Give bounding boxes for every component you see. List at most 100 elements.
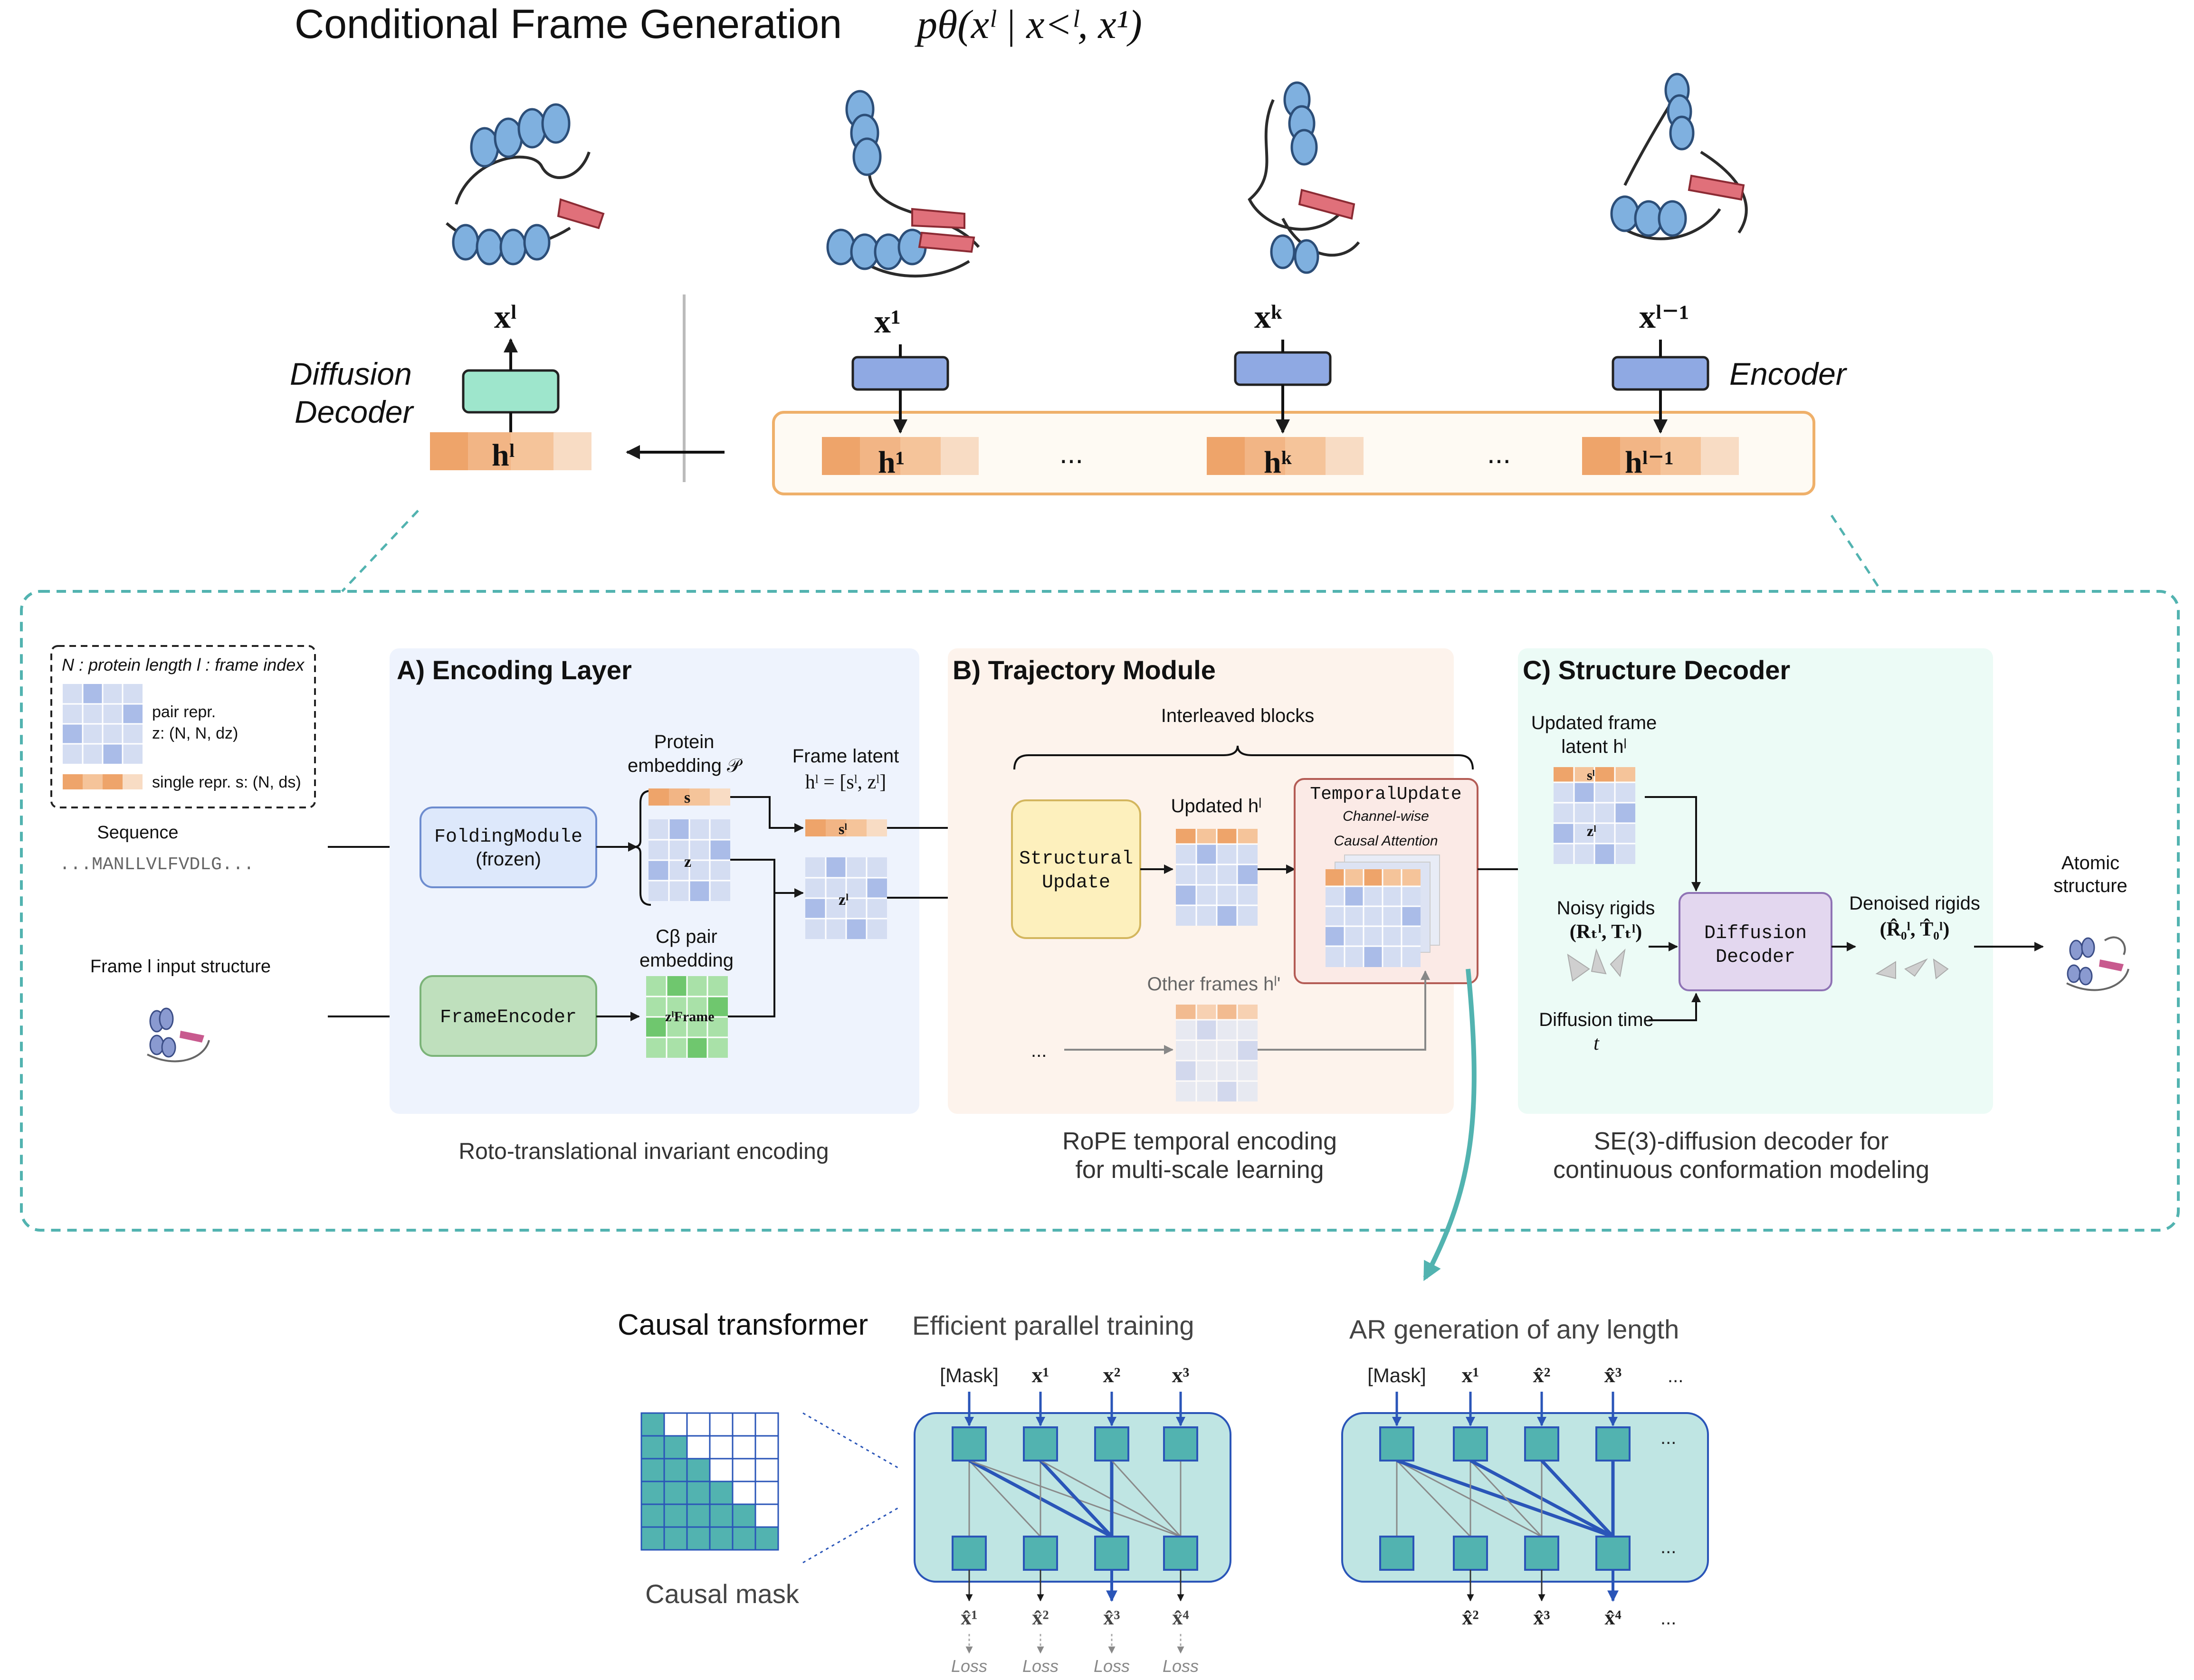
- mask-cell: [732, 1412, 756, 1437]
- diffusion-decoder-c-block: [1679, 892, 1832, 991]
- protein-embedding-s: [649, 788, 730, 806]
- frame-latent-s: [805, 819, 887, 836]
- protein-embedding-z-label: z: [684, 853, 691, 871]
- protein-illustration-frame-k: [1248, 81, 1360, 274]
- sequence-value: ...MANLLVLFVDLG...: [59, 854, 254, 875]
- mask-cell: [663, 1412, 688, 1437]
- mask-cell: [732, 1458, 756, 1482]
- mask-cell: [686, 1412, 711, 1437]
- mask-cell: [709, 1503, 734, 1528]
- mask-cell: [732, 1503, 756, 1528]
- panel-a-title: A) Encoding Layer: [397, 655, 632, 685]
- top-token-node: [952, 1426, 987, 1462]
- latent-hk-label: hᵏ: [1264, 445, 1292, 480]
- frame-latent-line2: hˡ = [sˡ, zˡ]: [805, 771, 887, 793]
- diffusion-decoder-label-2: Decoder: [295, 394, 414, 429]
- panel-b-caption-1: RoPE temporal encoding: [1062, 1128, 1337, 1155]
- encoder-input-x1: x¹: [874, 304, 901, 340]
- frame-latent-s-label: sˡ: [839, 820, 847, 837]
- training-loss-1: Loss: [1022, 1656, 1059, 1676]
- bottom-token-node: [1524, 1536, 1559, 1571]
- cbeta-to-latent-arrow: [728, 893, 775, 1017]
- encoder-input-xl-1: xˡ⁻¹: [1639, 299, 1689, 335]
- zoom-connector-right: [1830, 514, 1883, 592]
- generation-input-1: x¹: [1462, 1363, 1479, 1387]
- latent-hl-decoder: [430, 432, 591, 470]
- mask-cell: [663, 1526, 688, 1551]
- mask-cell: [709, 1481, 734, 1505]
- diffusion-decoder-label-1: Diffusion: [290, 356, 412, 391]
- top-token-node: [1453, 1426, 1488, 1462]
- training-input-3: x³: [1172, 1363, 1190, 1387]
- legend-header: N : protein length l : frame index: [62, 655, 305, 674]
- bottom-token-node: [1023, 1536, 1058, 1571]
- diffusion-time-line1: Diffusion time: [1539, 1009, 1654, 1030]
- generation-network: [1379, 1392, 1631, 1602]
- cbeta-line2: embedding: [639, 950, 734, 971]
- panel-b-title: B) Trajectory Module: [953, 655, 1216, 685]
- updated-latent-line1: Updated frame: [1531, 712, 1657, 733]
- generation-title: AR generation of any length: [1349, 1314, 1679, 1344]
- causal-transformer-title: Causal transformer: [618, 1309, 868, 1341]
- noisy-rigids-line1: Noisy rigids: [1557, 898, 1655, 919]
- cbeta-grid: [646, 976, 728, 1058]
- bottom-token-node: [1163, 1536, 1198, 1571]
- updated-latent-grid: [1554, 767, 1635, 864]
- legend-single: single repr. s: (N, ds): [152, 773, 301, 791]
- structural-update-line2: Update: [1042, 872, 1110, 893]
- frame-latent-z-grid: [805, 857, 887, 939]
- interleaved-label: Interleaved blocks: [1161, 705, 1314, 726]
- encoder-label: Encoder: [1729, 356, 1848, 391]
- frame-encoder-label: FrameEncoder: [440, 1007, 577, 1028]
- mask-cell: [754, 1526, 779, 1551]
- mask-cell: [686, 1526, 711, 1551]
- generation-input-ellipsis: ...: [1668, 1366, 1683, 1386]
- training-loss-2: Loss: [1094, 1656, 1130, 1676]
- noisy-rigids-icon: [1567, 948, 1626, 982]
- updated-latent-z-label: zˡ: [1587, 822, 1596, 839]
- mask-cell: [732, 1526, 756, 1551]
- top-token-node: [1524, 1426, 1559, 1462]
- temporal-stacked-grids: [1326, 854, 1440, 967]
- protein-embedding-s-label: s: [684, 789, 690, 807]
- interleaved-brace: [1013, 745, 1474, 770]
- training-loss-0: Loss: [951, 1656, 987, 1676]
- top-token-node: [1023, 1426, 1058, 1462]
- folding-module-line1: FoldingModule: [434, 826, 582, 848]
- sequence-label: Sequence: [97, 823, 178, 843]
- z-to-latent-arrow: [730, 859, 804, 898]
- mask-cell: [640, 1412, 665, 1437]
- mask-cell: [709, 1435, 734, 1460]
- encoder-frame-1: [822, 344, 979, 475]
- figure-title: Conditional Frame Generation: [295, 1, 842, 47]
- panel-c-title: C) Structure Decoder: [1523, 655, 1790, 685]
- training-input-2: x²: [1103, 1363, 1121, 1387]
- generation-output-0: x̂²: [1462, 1606, 1479, 1629]
- frame-latent-line1: Frame latent: [792, 746, 899, 767]
- mask-cell: [663, 1435, 688, 1460]
- s-to-latent-arrow: [730, 796, 804, 833]
- mask-cell: [640, 1503, 665, 1528]
- mask-cell: [640, 1458, 665, 1482]
- top-token-node: [1094, 1426, 1129, 1462]
- panel-c-caption-1: SE(3)-diffusion decoder for: [1594, 1128, 1889, 1155]
- training-loss-3: Loss: [1163, 1656, 1199, 1676]
- mask-cell: [709, 1526, 734, 1551]
- generation-input-3: x̂³: [1604, 1363, 1622, 1387]
- training-title: Efficient parallel training: [912, 1310, 1194, 1340]
- mask-cell: [686, 1458, 711, 1482]
- legend-pair-grid: [63, 684, 143, 764]
- training-output-0: x̂¹: [961, 1606, 977, 1629]
- legend-pair-line2: z: (N, N, dz): [152, 724, 238, 742]
- diffusion-decoder-c-line2: Decoder: [1716, 947, 1795, 968]
- folding-module-line2: (frozen): [476, 849, 541, 870]
- temporal-update-sub2: Causal Attention: [1334, 833, 1438, 849]
- protein-embedding-line2: embedding 𝒫: [628, 755, 743, 776]
- latent-h1-label: h¹: [878, 445, 905, 480]
- embedding-brace: [634, 790, 651, 906]
- top-token-node: [1379, 1426, 1414, 1462]
- causal-mask-caption: Causal mask: [645, 1579, 800, 1609]
- temporal-update-title: TemporalUpdate: [1310, 784, 1461, 805]
- generation-output-ellipsis: ...: [1660, 1608, 1676, 1629]
- mask-cell: [686, 1503, 711, 1528]
